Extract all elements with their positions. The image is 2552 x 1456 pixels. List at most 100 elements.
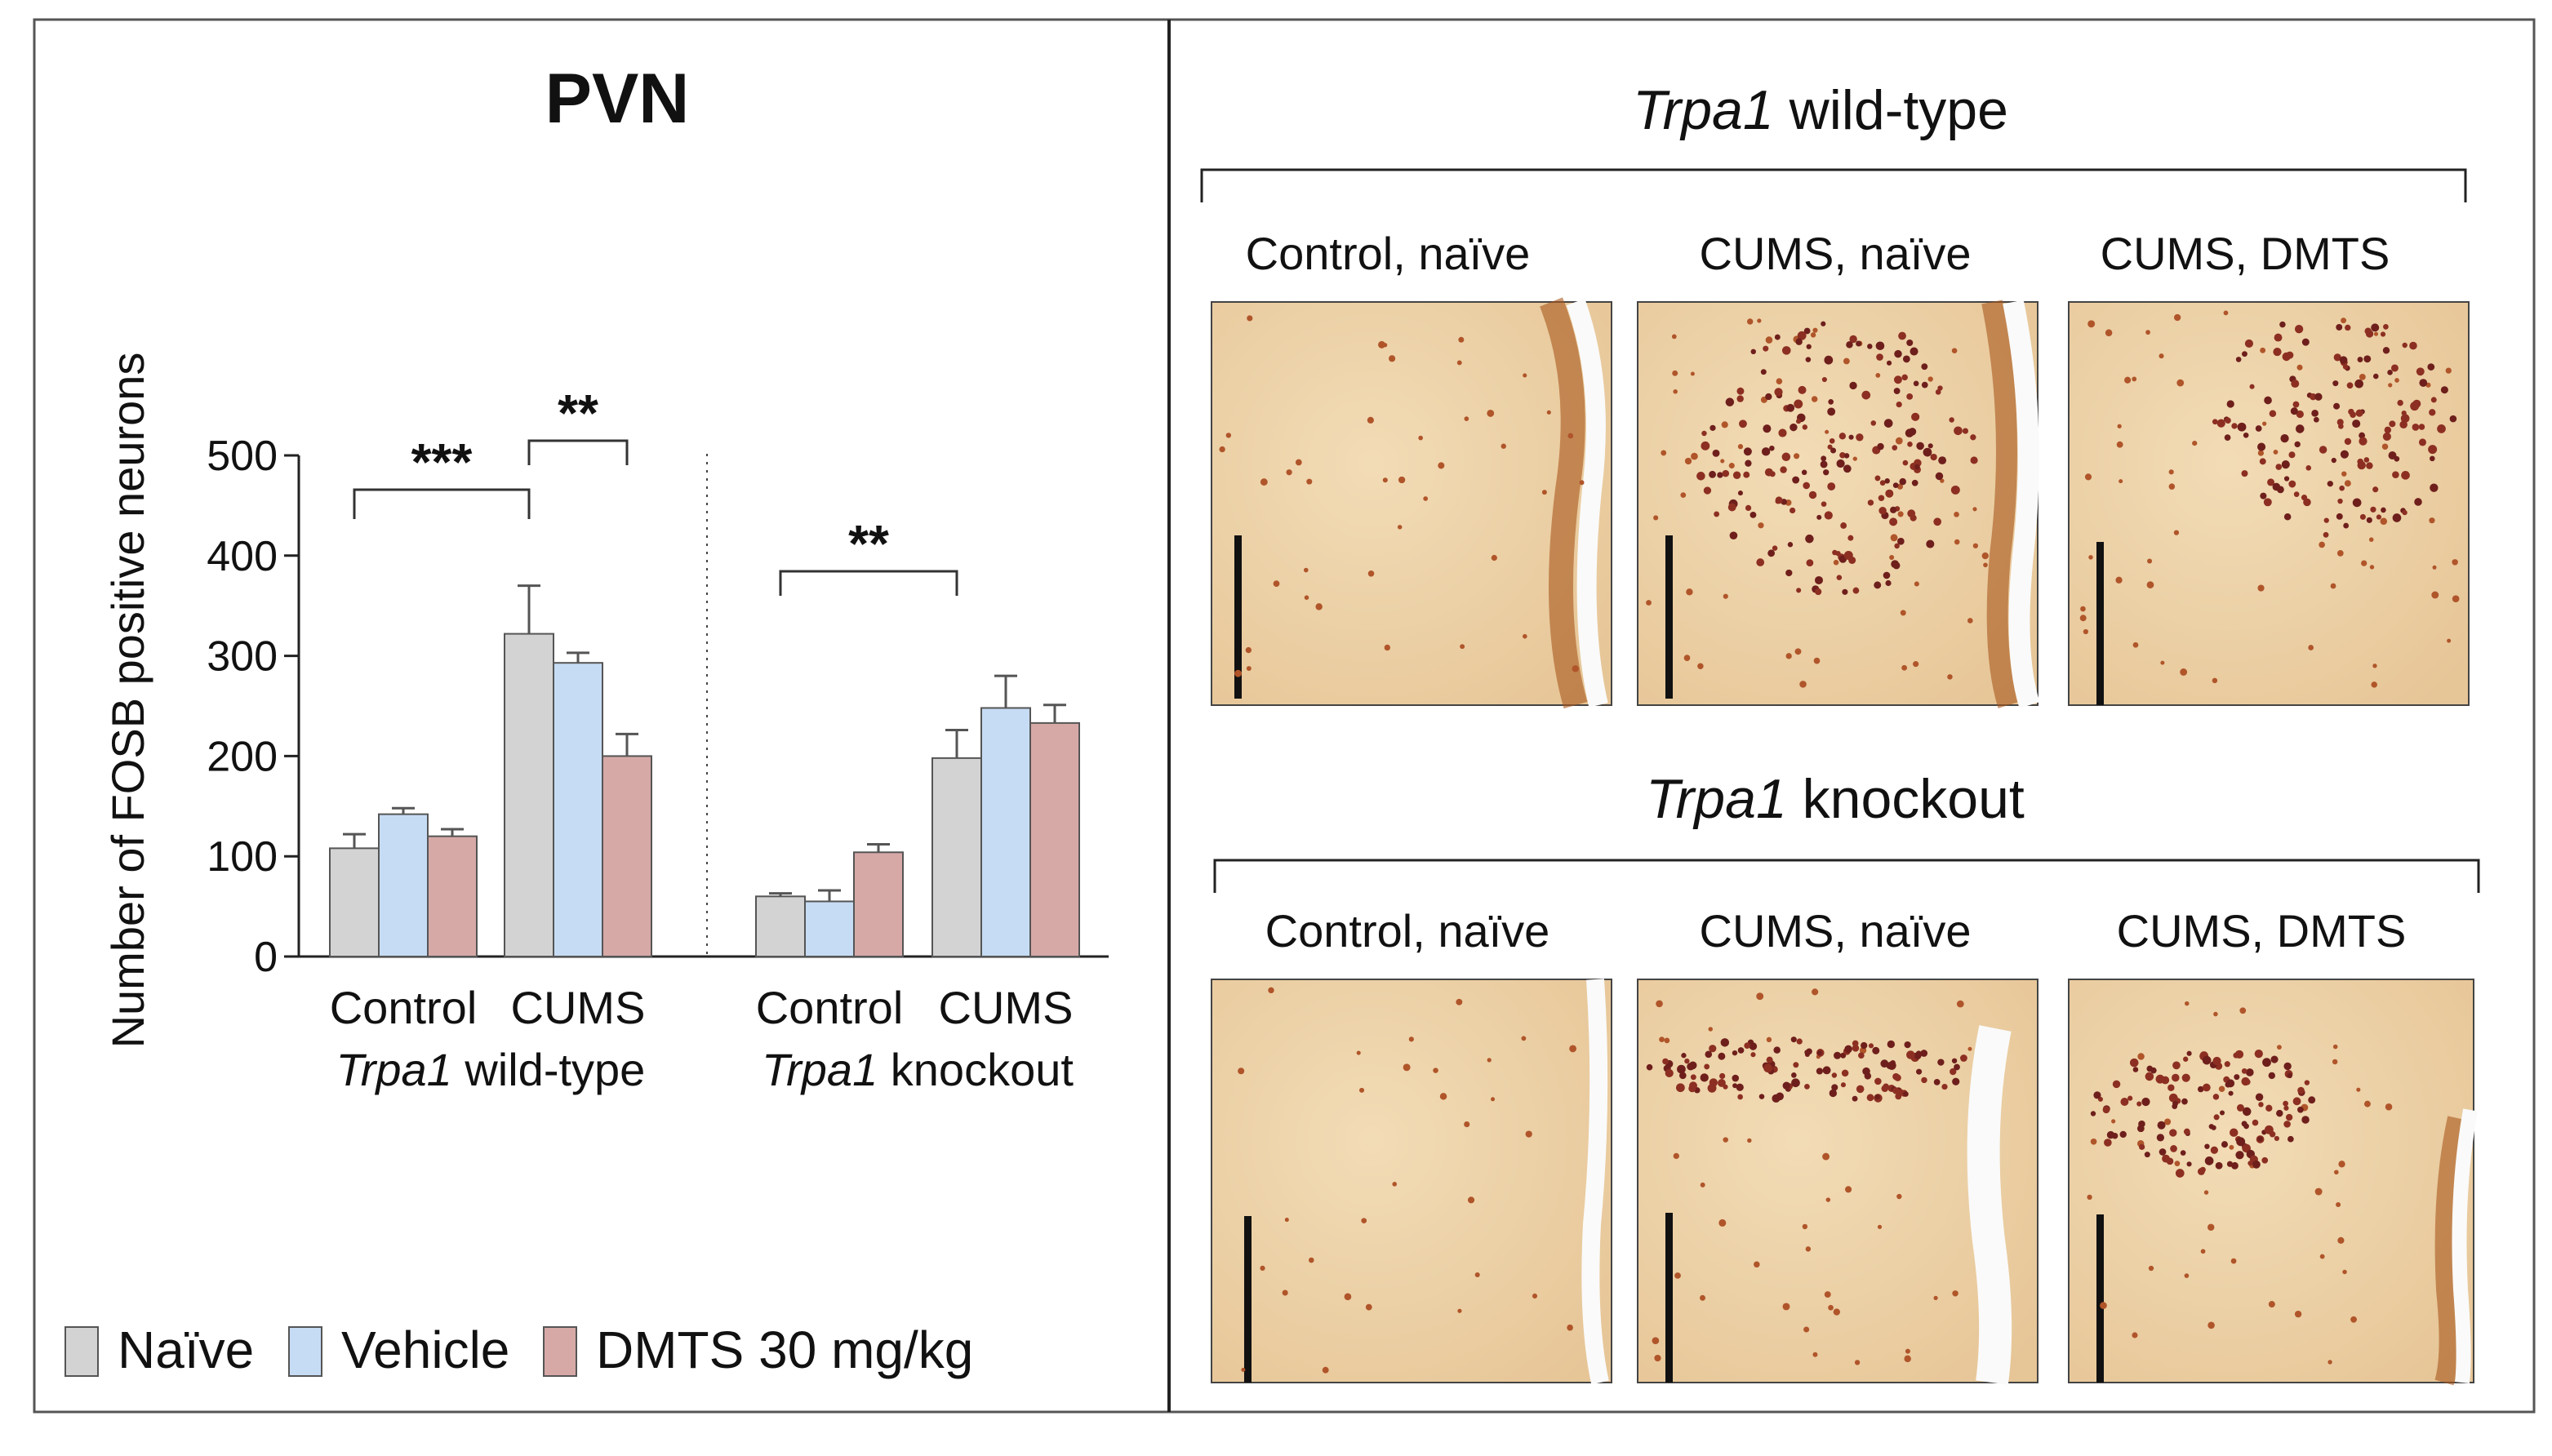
stained-nucleus — [1378, 340, 1385, 348]
stained-nucleus — [2382, 432, 2391, 441]
stained-nucleus — [1952, 1077, 1960, 1085]
stained-nucleus — [1894, 349, 1902, 358]
stained-nucleus — [2331, 457, 2336, 464]
stained-nucleus — [1824, 355, 1834, 365]
stained-nucleus — [2288, 451, 2296, 459]
stained-nucleus — [1915, 1050, 1922, 1057]
stained-nucleus — [2257, 442, 2266, 451]
stained-nucleus — [2241, 470, 2248, 477]
stained-nucleus — [1821, 376, 1827, 383]
stained-nucleus — [1747, 1138, 1752, 1143]
stained-nucleus — [1921, 381, 1928, 388]
stained-nucleus — [1930, 453, 1937, 461]
stained-nucleus — [1874, 475, 1881, 482]
stained-nucleus — [2363, 1100, 2371, 1108]
stained-nucleus — [1749, 511, 1757, 518]
stained-nucleus — [1397, 525, 1403, 530]
stained-nucleus — [1813, 657, 1821, 664]
stained-nucleus — [1745, 504, 1752, 512]
stained-nucleus — [2162, 1154, 2170, 1163]
legend-label-vehicle: Vehicle — [341, 1321, 509, 1379]
stained-nucleus — [1691, 452, 1698, 460]
stained-nucleus — [1723, 1137, 1728, 1143]
stained-nucleus — [1795, 338, 1803, 345]
stained-nucleus — [2159, 353, 2164, 359]
stained-nucleus — [1896, 483, 1904, 490]
y-tick-label: 500 — [207, 433, 278, 480]
stained-nucleus — [1717, 1079, 1726, 1087]
stained-nucleus — [1823, 469, 1830, 476]
stained-nucleus — [2366, 517, 2372, 523]
stained-nucleus — [2427, 363, 2435, 371]
stained-nucleus — [2197, 1085, 2204, 1093]
stained-nucleus — [2242, 1107, 2252, 1116]
stained-nucleus — [1828, 399, 1834, 405]
stained-nucleus — [1774, 388, 1783, 397]
stained-nucleus — [1763, 345, 1769, 352]
stained-nucleus — [2263, 498, 2272, 507]
stained-nucleus — [2093, 1091, 2101, 1099]
stained-nucleus — [2369, 565, 2375, 570]
stained-nucleus — [1852, 456, 1857, 461]
stained-nucleus — [1913, 661, 1919, 668]
stained-nucleus — [1673, 1152, 1679, 1160]
stained-nucleus — [1841, 1069, 1849, 1077]
stained-nucleus — [2230, 1258, 2237, 1264]
stained-nucleus — [1238, 1068, 1245, 1075]
stained-nucleus — [2234, 1074, 2240, 1081]
stained-nucleus — [1681, 1053, 1687, 1059]
stained-nucleus — [1761, 447, 1771, 456]
stained-nucleus — [2159, 1148, 2167, 1156]
stained-nucleus — [2305, 465, 2312, 471]
stained-nucleus — [2260, 492, 2267, 499]
stained-nucleus — [1234, 669, 1242, 677]
stained-nucleus — [2170, 1145, 2177, 1152]
micrograph-ko-cums-dmts — [2068, 979, 2478, 1386]
stained-nucleus — [2225, 417, 2231, 424]
stained-nucleus — [2181, 1098, 2188, 1105]
stained-nucleus — [2275, 464, 2283, 470]
stained-nucleus — [2397, 399, 2403, 406]
stained-nucleus — [2283, 476, 2290, 482]
stained-nucleus — [1769, 445, 1775, 451]
stained-nucleus — [1825, 1197, 1831, 1202]
stained-nucleus — [2120, 1098, 2129, 1107]
stained-nucleus — [1709, 1078, 1718, 1087]
stained-nucleus — [1935, 388, 1941, 395]
stained-nucleus — [1344, 1293, 1352, 1301]
stained-nucleus — [1949, 417, 1954, 423]
stained-nucleus — [2261, 1156, 2269, 1164]
stained-nucleus — [1843, 357, 1850, 365]
stained-nucleus — [1812, 988, 1819, 996]
stained-nucleus — [2145, 1072, 2154, 1081]
bar — [853, 851, 904, 957]
stained-nucleus — [2259, 458, 2266, 465]
stained-nucleus — [1700, 1073, 1709, 1082]
stained-nucleus — [1891, 560, 1900, 569]
stained-nucleus — [1743, 471, 1750, 478]
stained-nucleus — [1829, 1089, 1838, 1098]
significance-bracket — [779, 570, 958, 596]
micrograph-ko-control-naive — [1211, 979, 1612, 1385]
stained-nucleus — [1532, 1293, 1538, 1299]
stained-nucleus — [1433, 1068, 1438, 1073]
stained-nucleus — [1844, 1045, 1852, 1054]
bar — [980, 707, 1031, 957]
stained-nucleus — [1983, 562, 1988, 568]
stained-nucleus — [2207, 1321, 2215, 1329]
stained-nucleus — [2146, 581, 2154, 588]
stained-nucleus — [2373, 373, 2379, 380]
stained-nucleus — [2342, 1269, 2347, 1275]
stained-nucleus — [2090, 1111, 2096, 1116]
stained-nucleus — [1911, 412, 1920, 421]
stained-nucleus — [2283, 513, 2292, 521]
stained-nucleus — [2355, 409, 2363, 417]
stained-nucleus — [2226, 1161, 2234, 1167]
stained-nucleus — [2294, 441, 2301, 448]
stained-nucleus — [1913, 380, 1919, 387]
stained-nucleus — [1846, 341, 1853, 348]
stained-nucleus — [2269, 410, 2277, 417]
stained-nucleus — [2168, 469, 2174, 475]
stained-nucleus — [1805, 1246, 1812, 1252]
